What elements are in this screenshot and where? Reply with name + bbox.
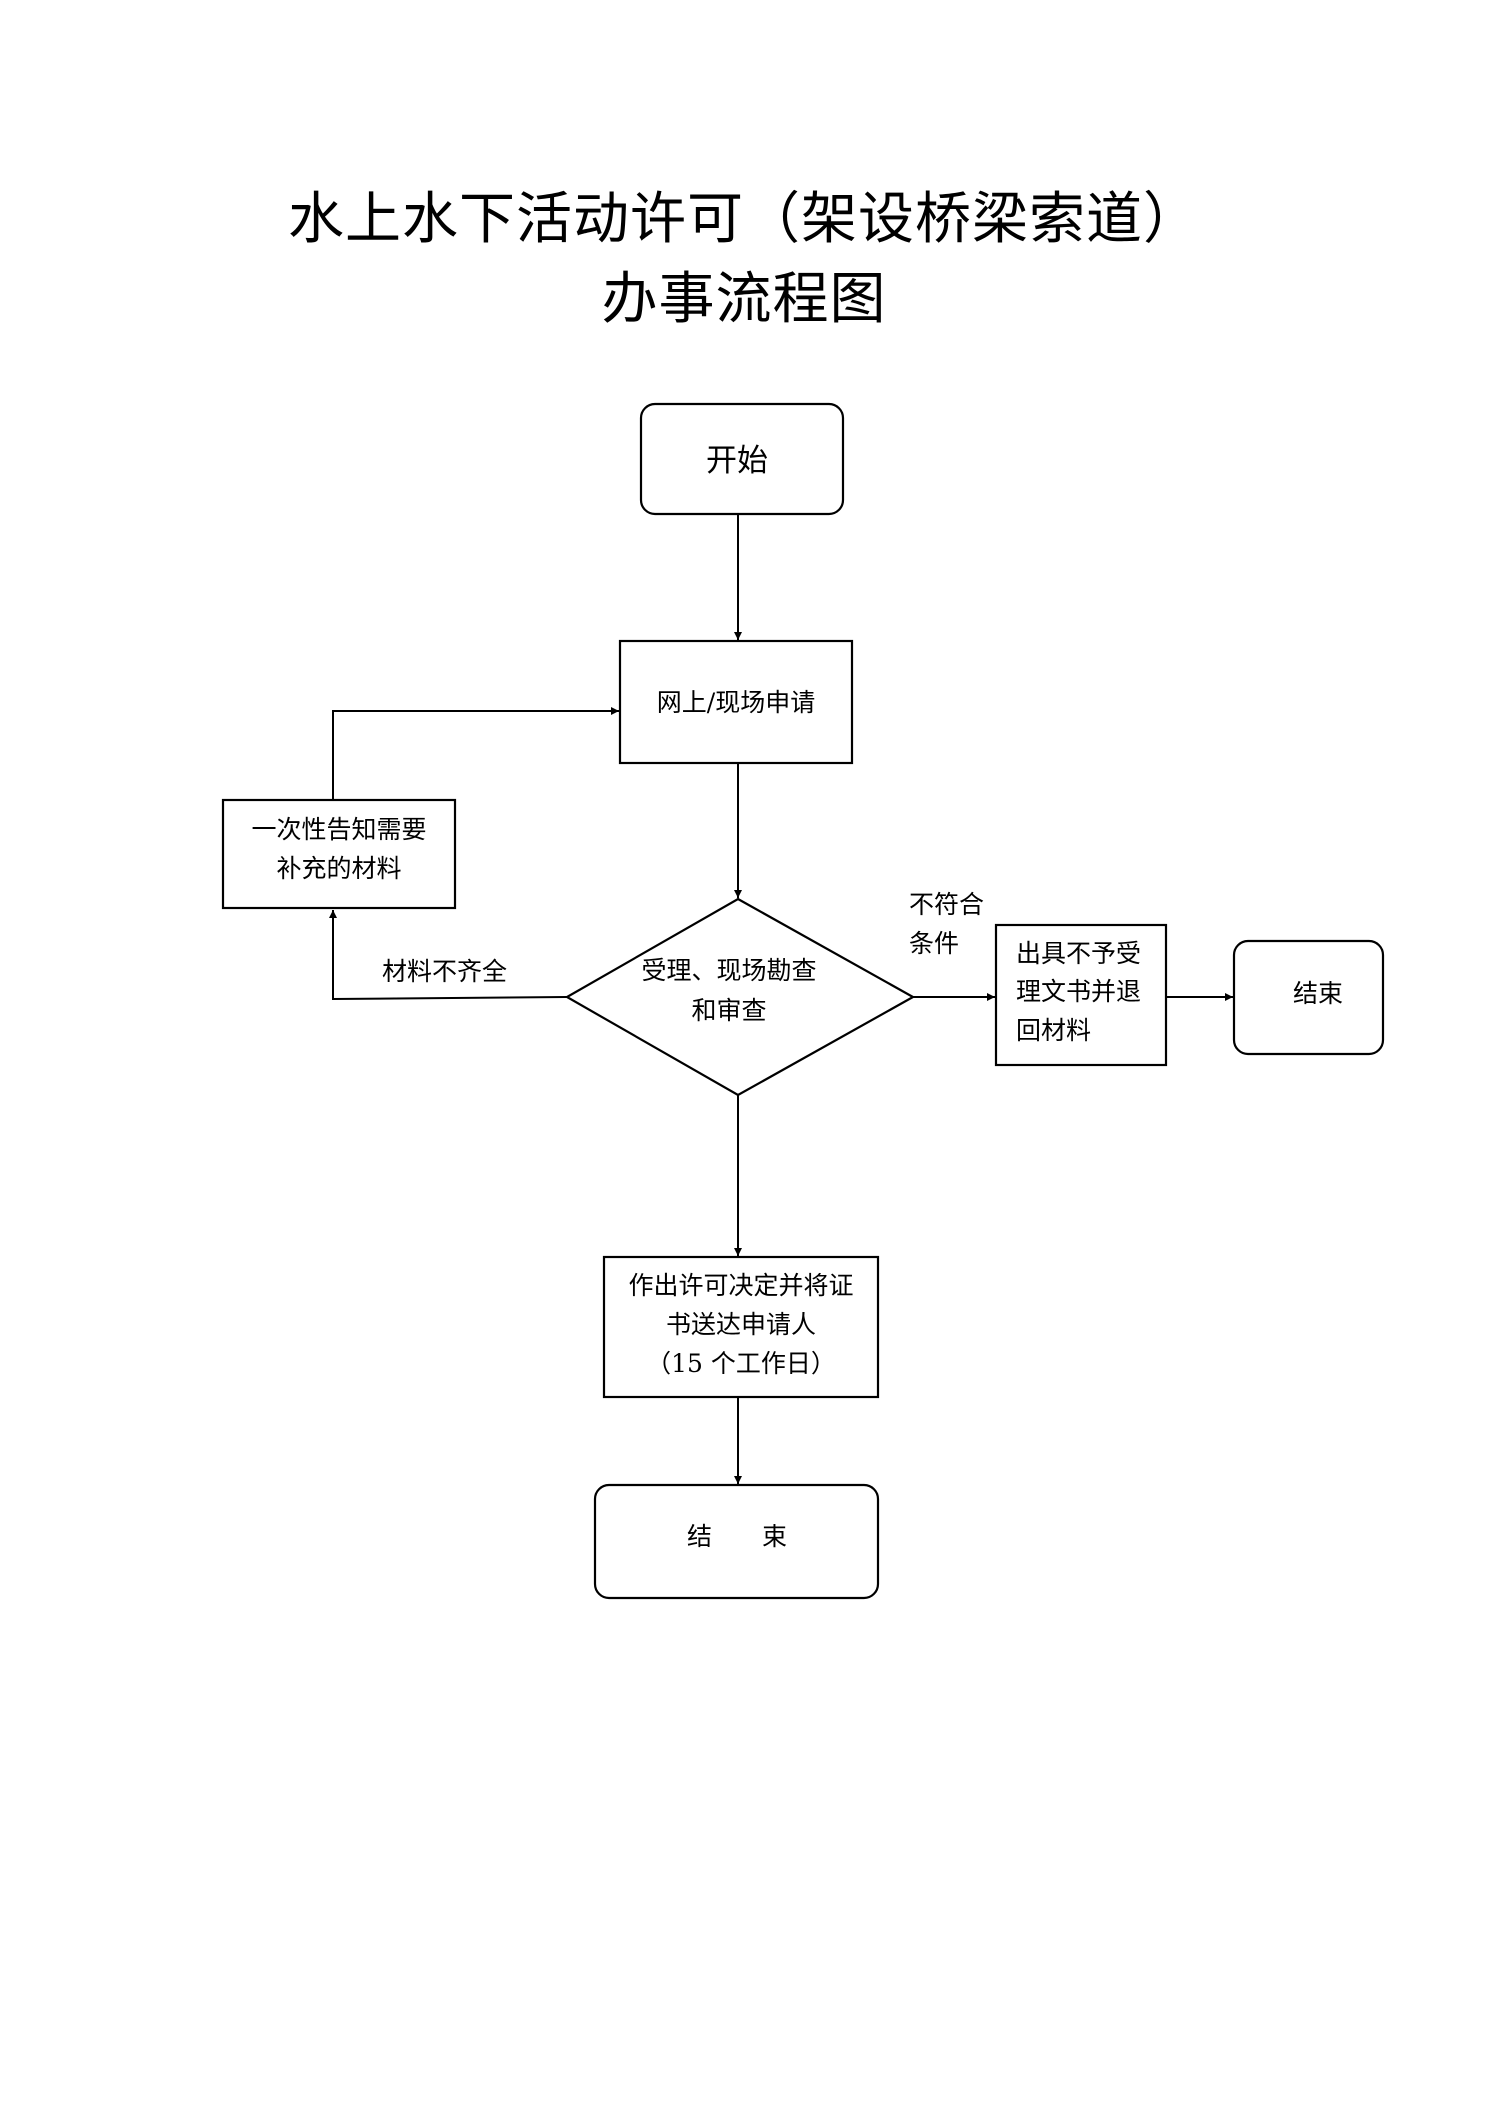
apply-label: 网上/现场申请 [657, 688, 815, 717]
start-label: 开始 [706, 443, 768, 479]
reject-label-line-2: 理文书并退 [1016, 977, 1141, 1006]
not-qualified-label-line-2: 条件 [909, 929, 959, 958]
review-label-line-1: 受理、现场勘查 [641, 956, 816, 985]
end-bottom-label: 结 束 [687, 1522, 787, 1551]
notify-label-line-1: 一次性告知需要 [251, 815, 426, 844]
review-decision-node: 受理、现场勘查 和审查 [564, 897, 916, 1097]
end-node-right: 结束 [1232, 939, 1385, 1056]
incomplete-label: 材料不齐全 [382, 957, 507, 986]
not-qualified-label-line-1: 不符合 [909, 890, 984, 919]
permit-label-line-1: 作出许可决定并将证 [628, 1271, 853, 1300]
end-node-bottom: 结 束 [593, 1483, 880, 1600]
reject-label-line-1: 出具不予受 [1016, 939, 1141, 968]
start-node: 开始 [639, 402, 845, 516]
notify-label-line-2: 补充的材料 [276, 854, 401, 883]
end-right-label: 结束 [1293, 979, 1343, 1008]
reject-node: 出具不予受 理文书并退 回材料 [994, 923, 1168, 1067]
diagram-subtitle: 办事流程图 [601, 267, 887, 332]
permit-label-line-3: （15 个工作日） [646, 1349, 836, 1378]
notify-node: 一次性告知需要 补充的材料 [221, 798, 457, 910]
apply-node: 网上/现场申请 [618, 639, 854, 765]
permit-label-line-2: 书送达申请人 [666, 1310, 816, 1339]
arrow-notify-to-apply [332, 707, 619, 800]
review-label-line-2: 和审查 [691, 996, 766, 1025]
reject-label-line-3: 回材料 [1016, 1016, 1091, 1045]
arrow-review-to-notify [329, 910, 568, 1001]
diagram-title: 水上水下活动许可（架设桥梁索道） [288, 187, 1200, 252]
permit-node: 作出许可决定并将证 书送达申请人 （15 个工作日） [602, 1255, 880, 1399]
